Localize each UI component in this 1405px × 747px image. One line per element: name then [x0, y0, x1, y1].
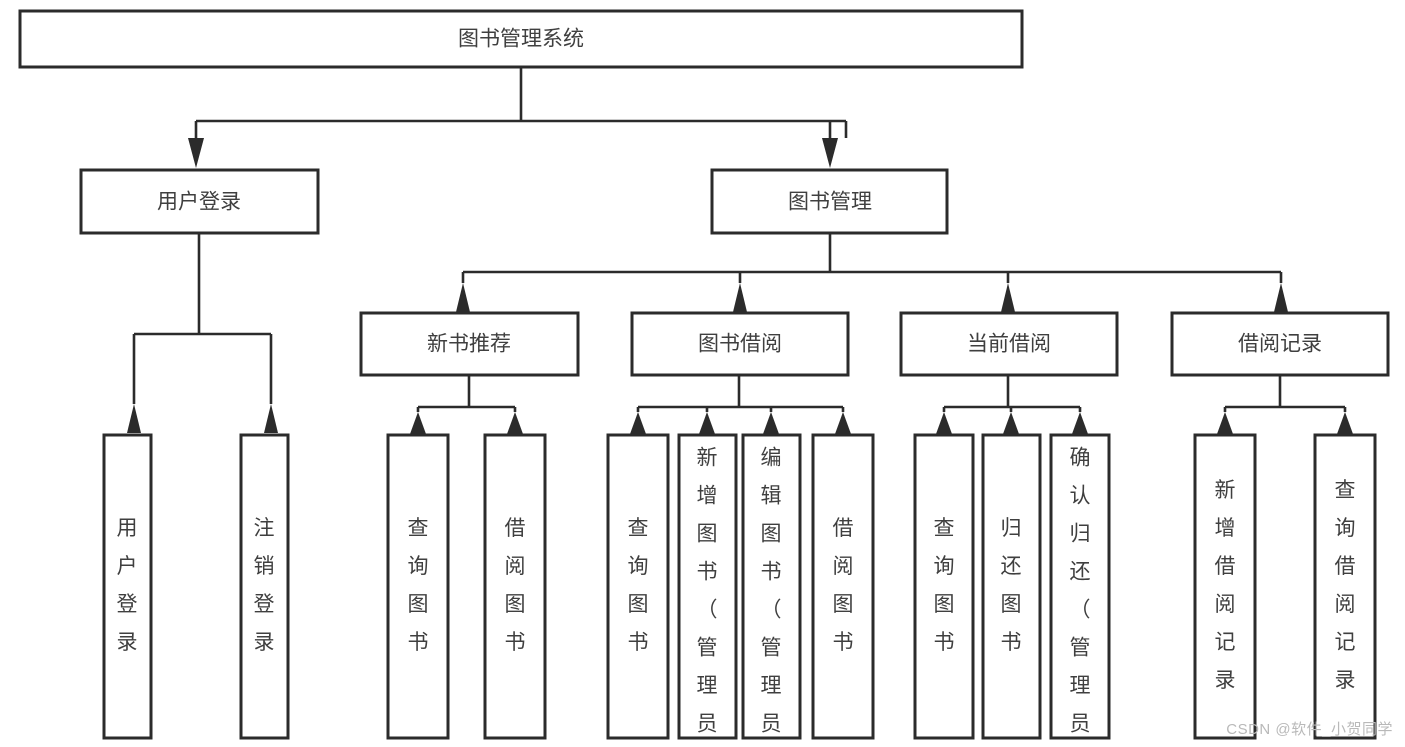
node-leaf-confirm-return-label: 确认归还（管理员）: [1070, 447, 1091, 747]
node-leaf-add-record-label: 新增借阅记录: [1215, 479, 1236, 692]
node-new-book-recommend[interactable]: 新书推荐: [359, 311, 580, 377]
node-book-borrow[interactable]: 图书借阅: [630, 311, 850, 377]
node-current-borrow-label: 当前借阅: [967, 333, 1051, 356]
node-leaf-borrow-book-2[interactable]: 借阅图书: [811, 433, 875, 740]
node-leaf-query-book-3[interactable]: 查询图书: [913, 433, 975, 740]
node-leaf-logout-login-label: 注销登录: [254, 517, 275, 654]
node-leaf-edit-book-label: 编辑图书（管理员）: [761, 447, 782, 747]
node-leaf-borrow-book-2-label: 借阅图书: [833, 517, 854, 654]
node-book-management[interactable]: 图书管理: [710, 168, 949, 235]
node-leaf-return-book[interactable]: 归还图书: [981, 433, 1042, 740]
connector-book-management-to-level3: [456, 233, 1288, 312]
connector-new-book-recommend-to-leaves: [410, 375, 523, 434]
node-current-borrow[interactable]: 当前借阅: [899, 311, 1119, 377]
node-borrow-record[interactable]: 借阅记录: [1170, 311, 1390, 377]
node-user-login[interactable]: 用户登录: [79, 168, 320, 235]
connector-book-borrow-to-leaves: [630, 375, 851, 434]
node-leaf-query-record-label: 查询借阅记录: [1335, 479, 1356, 692]
node-root-label: 图书管理系统: [458, 28, 584, 51]
node-leaf-query-book-1[interactable]: 查询图书: [386, 433, 450, 740]
connector-root-to-level2: [188, 67, 848, 168]
csdn-watermark: CSDN @软件_小贺同学: [1226, 721, 1393, 738]
node-leaf-borrow-book-1[interactable]: 借阅图书: [483, 433, 547, 740]
node-leaf-query-book-1-label: 查询图书: [408, 517, 429, 654]
node-book-management-label: 图书管理: [788, 191, 872, 214]
connector-user-login-to-leaves: [127, 233, 278, 433]
node-leaf-edit-book[interactable]: 编辑图书（管理员）: [741, 433, 802, 747]
node-leaf-query-book-3-label: 查询图书: [934, 517, 955, 654]
node-user-login-label: 用户登录: [157, 191, 241, 214]
node-root[interactable]: 图书管理系统: [18, 9, 1024, 69]
node-leaf-borrow-book-1-label: 借阅图书: [505, 517, 526, 654]
node-leaf-user-login[interactable]: 用户登录: [102, 433, 153, 740]
node-leaf-user-login-label: 用户登录: [117, 517, 138, 654]
node-borrow-record-label: 借阅记录: [1238, 333, 1322, 356]
node-leaf-add-book[interactable]: 新增图书（管理员）: [677, 433, 738, 747]
node-leaf-add-book-label: 新增图书（管理员）: [697, 447, 718, 747]
node-book-borrow-label: 图书借阅: [698, 333, 782, 356]
node-leaf-logout-login[interactable]: 注销登录: [239, 433, 290, 740]
node-leaf-query-book-2-label: 查询图书: [628, 517, 649, 654]
connector-current-borrow-to-leaves: [936, 375, 1088, 434]
node-leaf-return-book-label: 归还图书: [1001, 517, 1022, 654]
node-new-book-recommend-label: 新书推荐: [427, 333, 511, 356]
node-leaf-add-record[interactable]: 新增借阅记录: [1193, 433, 1257, 740]
connector-borrow-record-to-leaves: [1217, 375, 1353, 434]
node-leaf-query-record[interactable]: 查询借阅记录: [1313, 433, 1377, 740]
node-leaf-query-book-2[interactable]: 查询图书: [606, 433, 670, 740]
node-leaf-confirm-return[interactable]: 确认归还（管理员）: [1049, 433, 1111, 747]
